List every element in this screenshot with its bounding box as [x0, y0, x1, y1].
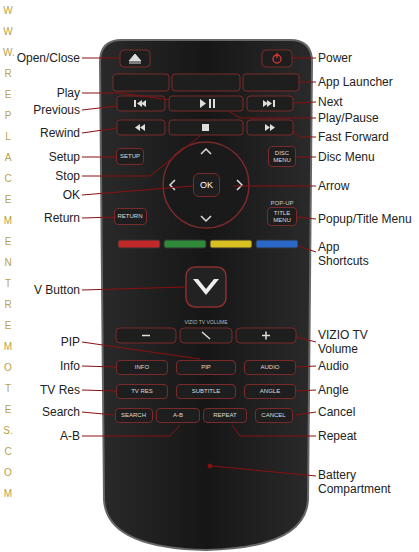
callout-label: TV Res — [40, 383, 80, 397]
remote-button: PIP — [176, 360, 236, 375]
button-text: POP-UP — [270, 200, 293, 207]
callout-label: Play/Pause — [318, 111, 379, 125]
callout-label: Battery Compartment — [318, 468, 414, 496]
button-text: PIP — [201, 364, 211, 371]
remote-button: SUBTITLE — [176, 384, 236, 399]
button-text: SETUP — [120, 153, 140, 160]
remote-button: REPEAT — [203, 408, 247, 423]
callout-label: Arrow — [318, 179, 349, 193]
remote-button: AUDIO — [244, 360, 296, 375]
callout-label: Cancel — [318, 405, 355, 419]
button-text: SEARCH — [121, 412, 146, 419]
callout-label: Next — [318, 95, 343, 109]
callout-label: VIZIO TV Volume — [318, 328, 380, 356]
callout-label: Repeat — [318, 429, 357, 443]
remote-button: CANCEL — [255, 408, 293, 423]
callout-label: Rewind — [40, 126, 80, 140]
callout-label: Angle — [318, 383, 349, 397]
callout-label: OK — [63, 188, 80, 202]
button-text: TITLE MENU — [271, 210, 293, 224]
button-text: AUDIO — [260, 364, 279, 371]
callout-label: App Launcher — [318, 75, 393, 89]
callout-label: V Button — [34, 283, 80, 297]
buttons — [113, 50, 299, 343]
button-text: A-B — [173, 412, 183, 419]
button-text: CANCEL — [261, 412, 285, 419]
callout-label: Play — [57, 86, 80, 100]
remote-button: RETURN — [114, 208, 147, 225]
button-text: OK — [200, 182, 213, 189]
leader-lines — [82, 58, 316, 476]
callout-label: PIP — [61, 335, 80, 349]
callout-label: Open/Close — [17, 51, 80, 65]
remote-button: DISC MENU — [268, 146, 296, 167]
button-text: INFO — [135, 364, 149, 371]
remote-button: INFO — [116, 360, 168, 375]
remote-button: ANGLE — [244, 384, 296, 399]
watermark: WWW.REPLACEMENTREMOTES.COM — [3, 0, 13, 504]
callout-label: Return — [44, 211, 80, 225]
button-text: RETURN — [118, 213, 143, 220]
callout-label: Stop — [55, 169, 80, 183]
callout-label: Fast Forward — [318, 130, 389, 144]
callout-label: Disc Menu — [318, 150, 375, 164]
callout-label: A-B — [60, 429, 80, 443]
callout-label: Info — [60, 359, 80, 373]
button-caption: VIZIO TV VOLUME — [184, 319, 227, 325]
button-text: REPEAT — [213, 412, 237, 419]
callout-label: App Shortcuts — [318, 240, 378, 268]
remote-button: SEARCH — [115, 408, 153, 423]
remote-button: SETUP — [116, 148, 144, 165]
button-text: TV RES — [131, 388, 153, 395]
callout-label: Search — [42, 405, 80, 419]
remote-body — [100, 40, 312, 550]
button-text: ANGLE — [260, 388, 280, 395]
callout-label: Popup/Title Menu — [318, 212, 412, 226]
remote-button: OK — [193, 173, 220, 197]
button-text: DISC MENU — [272, 150, 292, 164]
callout-label: Power — [318, 51, 352, 65]
button-text: SUBTITLE — [192, 388, 221, 395]
remote-button: POP-UPTITLE MENU — [267, 207, 297, 226]
callout-label: Setup — [49, 150, 80, 164]
callout-label: Audio — [318, 359, 349, 373]
remote-button: A-B — [156, 408, 200, 423]
remote-button: TV RES — [116, 384, 168, 399]
callout-label: Previous — [33, 103, 80, 117]
